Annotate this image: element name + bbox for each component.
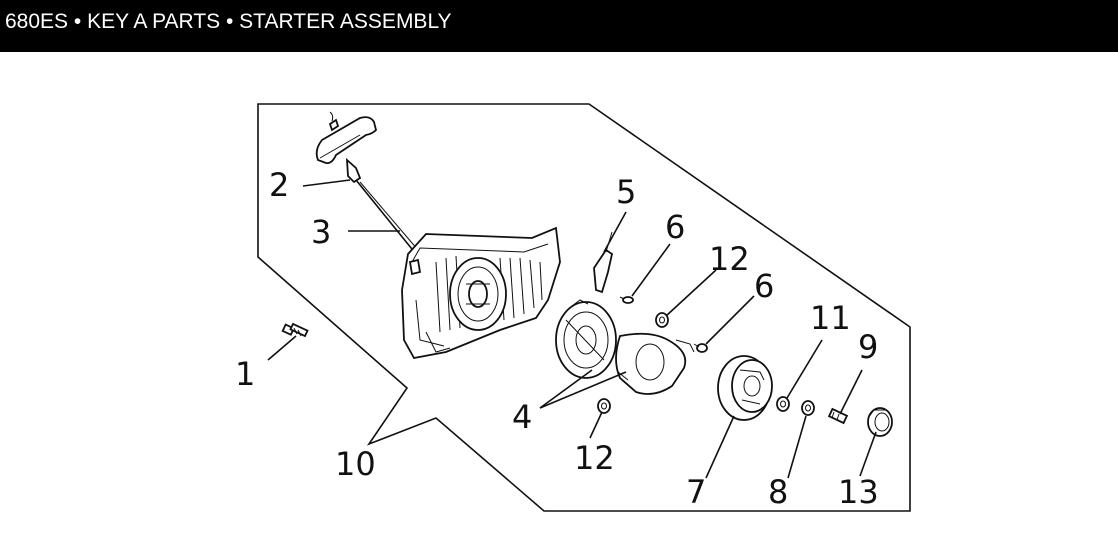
callout-9: 9 xyxy=(858,328,878,366)
callout-2: 2 xyxy=(269,166,289,204)
part-2-starter-handle xyxy=(315,111,377,184)
exploded-parts-diagram: 1 2 3 4 5 6 12 6 11 9 12 10 7 8 13 xyxy=(235,103,911,512)
callout-12a: 12 xyxy=(709,240,750,278)
part-12-washer-b xyxy=(597,398,611,414)
part-9-screw xyxy=(827,407,849,425)
part-7-pawl-carrier xyxy=(717,355,773,421)
callout-4: 4 xyxy=(512,398,532,436)
assembly-outline xyxy=(257,103,911,512)
callout-6b: 6 xyxy=(754,267,774,305)
starter-housing xyxy=(401,226,561,360)
callout-8: 8 xyxy=(768,473,788,511)
leader-9 xyxy=(839,369,863,415)
callout-7: 7 xyxy=(686,473,706,511)
callout-6a: 6 xyxy=(665,208,685,246)
callout-10: 10 xyxy=(335,445,376,483)
part-3-rope-inner xyxy=(359,181,419,251)
callout-11: 11 xyxy=(810,299,851,337)
leader-8 xyxy=(787,415,807,479)
callout-1: 1 xyxy=(235,355,255,393)
callout-12b: 12 xyxy=(574,439,615,477)
part-6-screw-a xyxy=(619,296,634,304)
part-4-pulley xyxy=(555,299,617,379)
callout-13: 13 xyxy=(838,473,879,511)
part-4-spring-cover xyxy=(615,332,695,395)
leader-12b xyxy=(589,411,603,439)
leader-6a xyxy=(631,243,671,297)
leader-12a xyxy=(665,269,717,317)
part-11-washer xyxy=(776,396,790,412)
leader-6b xyxy=(705,295,755,345)
callout-3: 3 xyxy=(311,213,331,251)
leader-2 xyxy=(302,179,351,187)
leader-4b xyxy=(539,371,627,409)
callout-5: 5 xyxy=(616,173,636,211)
leader-13 xyxy=(859,431,877,477)
page-title: 680ES • KEY A PARTS • STARTER ASSEMBLY xyxy=(5,10,452,33)
part-1-bolt xyxy=(281,322,309,338)
part-8-washer xyxy=(801,400,815,416)
leader-11 xyxy=(786,339,823,399)
header-bar: 680ES • KEY A PARTS • STARTER ASSEMBLY xyxy=(0,0,1118,52)
leader-5 xyxy=(603,211,627,253)
part-6-screw-b xyxy=(693,343,708,353)
leader-4a xyxy=(539,369,593,409)
part-12-washer-a xyxy=(655,312,669,328)
leader-1 xyxy=(267,335,297,361)
part-3-starter-rope xyxy=(355,179,417,255)
part-13-cap xyxy=(867,407,893,437)
leader-7 xyxy=(705,415,735,479)
